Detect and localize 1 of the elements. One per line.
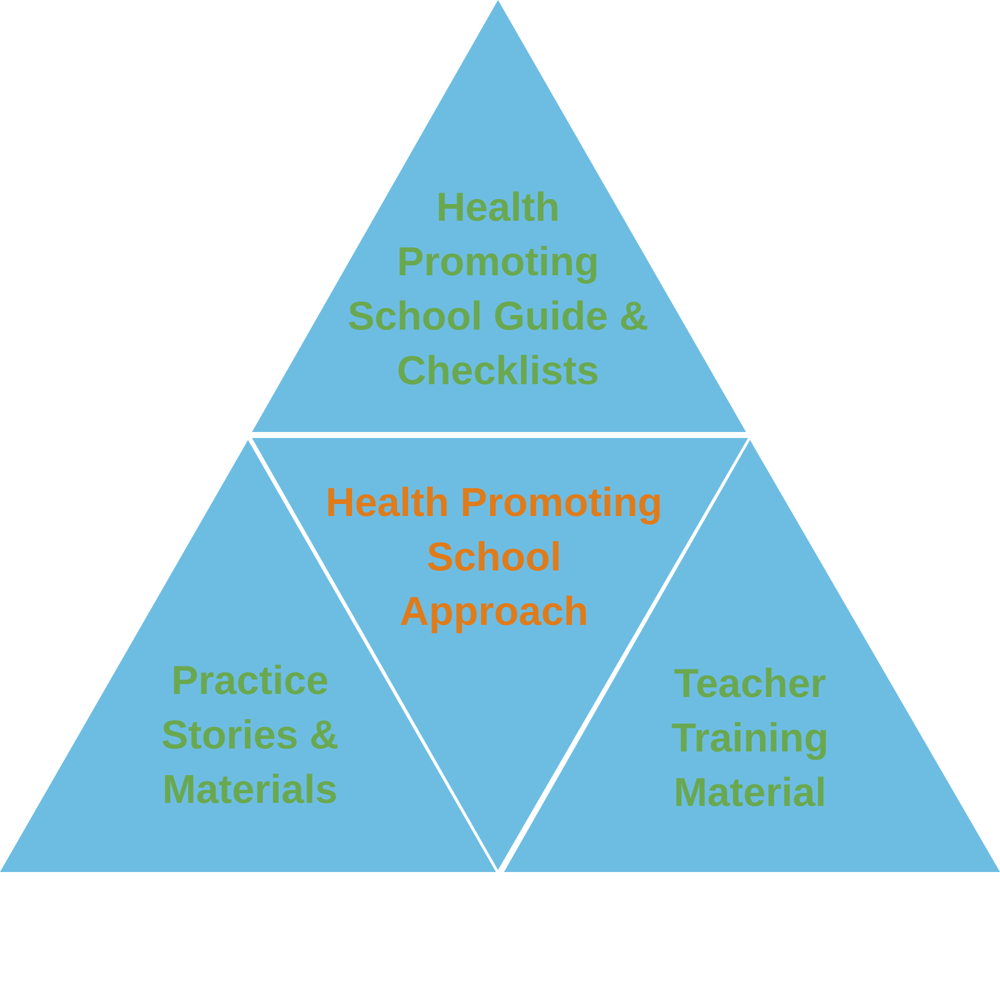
triangle-panel: Health Promoting School Guide & Checklists <box>252 0 746 432</box>
